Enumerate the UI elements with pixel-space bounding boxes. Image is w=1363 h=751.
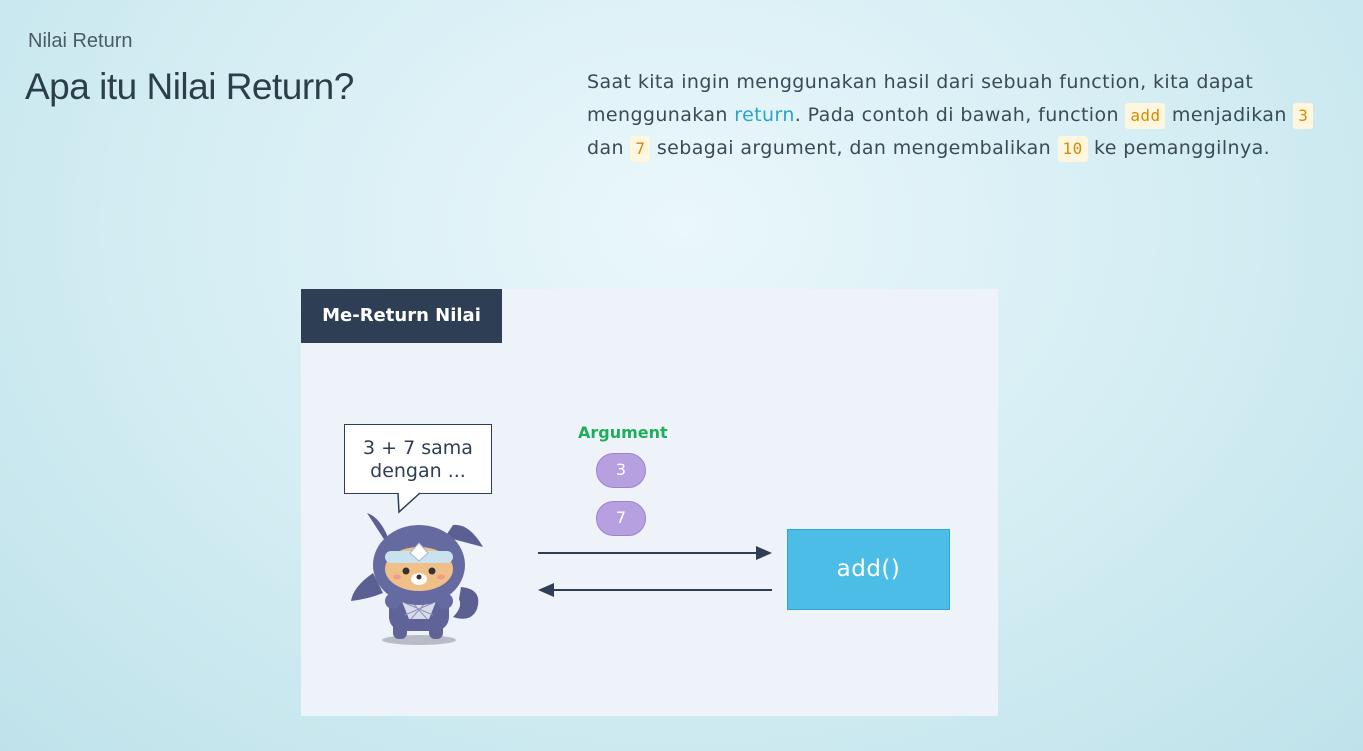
argument-arrow-head [756, 546, 772, 560]
argument-label: Argument [578, 423, 668, 442]
argument-pill-2: 7 [596, 501, 646, 536]
illustration-slide: Me-Return Nilai 3 + 7 sama dengan ... Ar… [301, 289, 998, 716]
speech-bubble: 3 + 7 sama dengan ... [344, 424, 492, 494]
slide-title: Me-Return Nilai [301, 289, 502, 343]
return-arrow-head [538, 583, 554, 597]
code-add: add [1125, 103, 1166, 129]
desc-text-1: Saat kita ingin menggunakan hasil dari s… [587, 71, 1254, 126]
argument-pill-1: 3 [596, 453, 646, 488]
desc-text-6: ke pemanggilnya. [1087, 137, 1271, 159]
desc-text-5: sebagai argument, dan mengembalikan [650, 137, 1058, 159]
ninja-character-icon [351, 513, 483, 645]
desc-text-3: menjadikan [1165, 104, 1294, 126]
bubble-tail [397, 492, 421, 514]
description: Saat kita ingin menggunakan hasil dari s… [587, 66, 1347, 165]
desc-text-4: dan [587, 137, 631, 159]
code-3: 3 [1293, 103, 1314, 129]
code-7: 7 [630, 136, 651, 162]
page-title: Apa itu Nilai Return? [25, 66, 354, 107]
section-label: Nilai Return [28, 30, 133, 52]
bubble-line-1: 3 + 7 sama [363, 437, 473, 459]
bubble-line-2: dengan ... [370, 460, 466, 482]
flow-arrows [538, 546, 772, 597]
code-10: 10 [1057, 136, 1088, 162]
desc-text-2: . Pada contoh di bawah, function [794, 104, 1126, 126]
return-keyword: return [734, 104, 795, 126]
add-function-box: add() [787, 529, 950, 610]
